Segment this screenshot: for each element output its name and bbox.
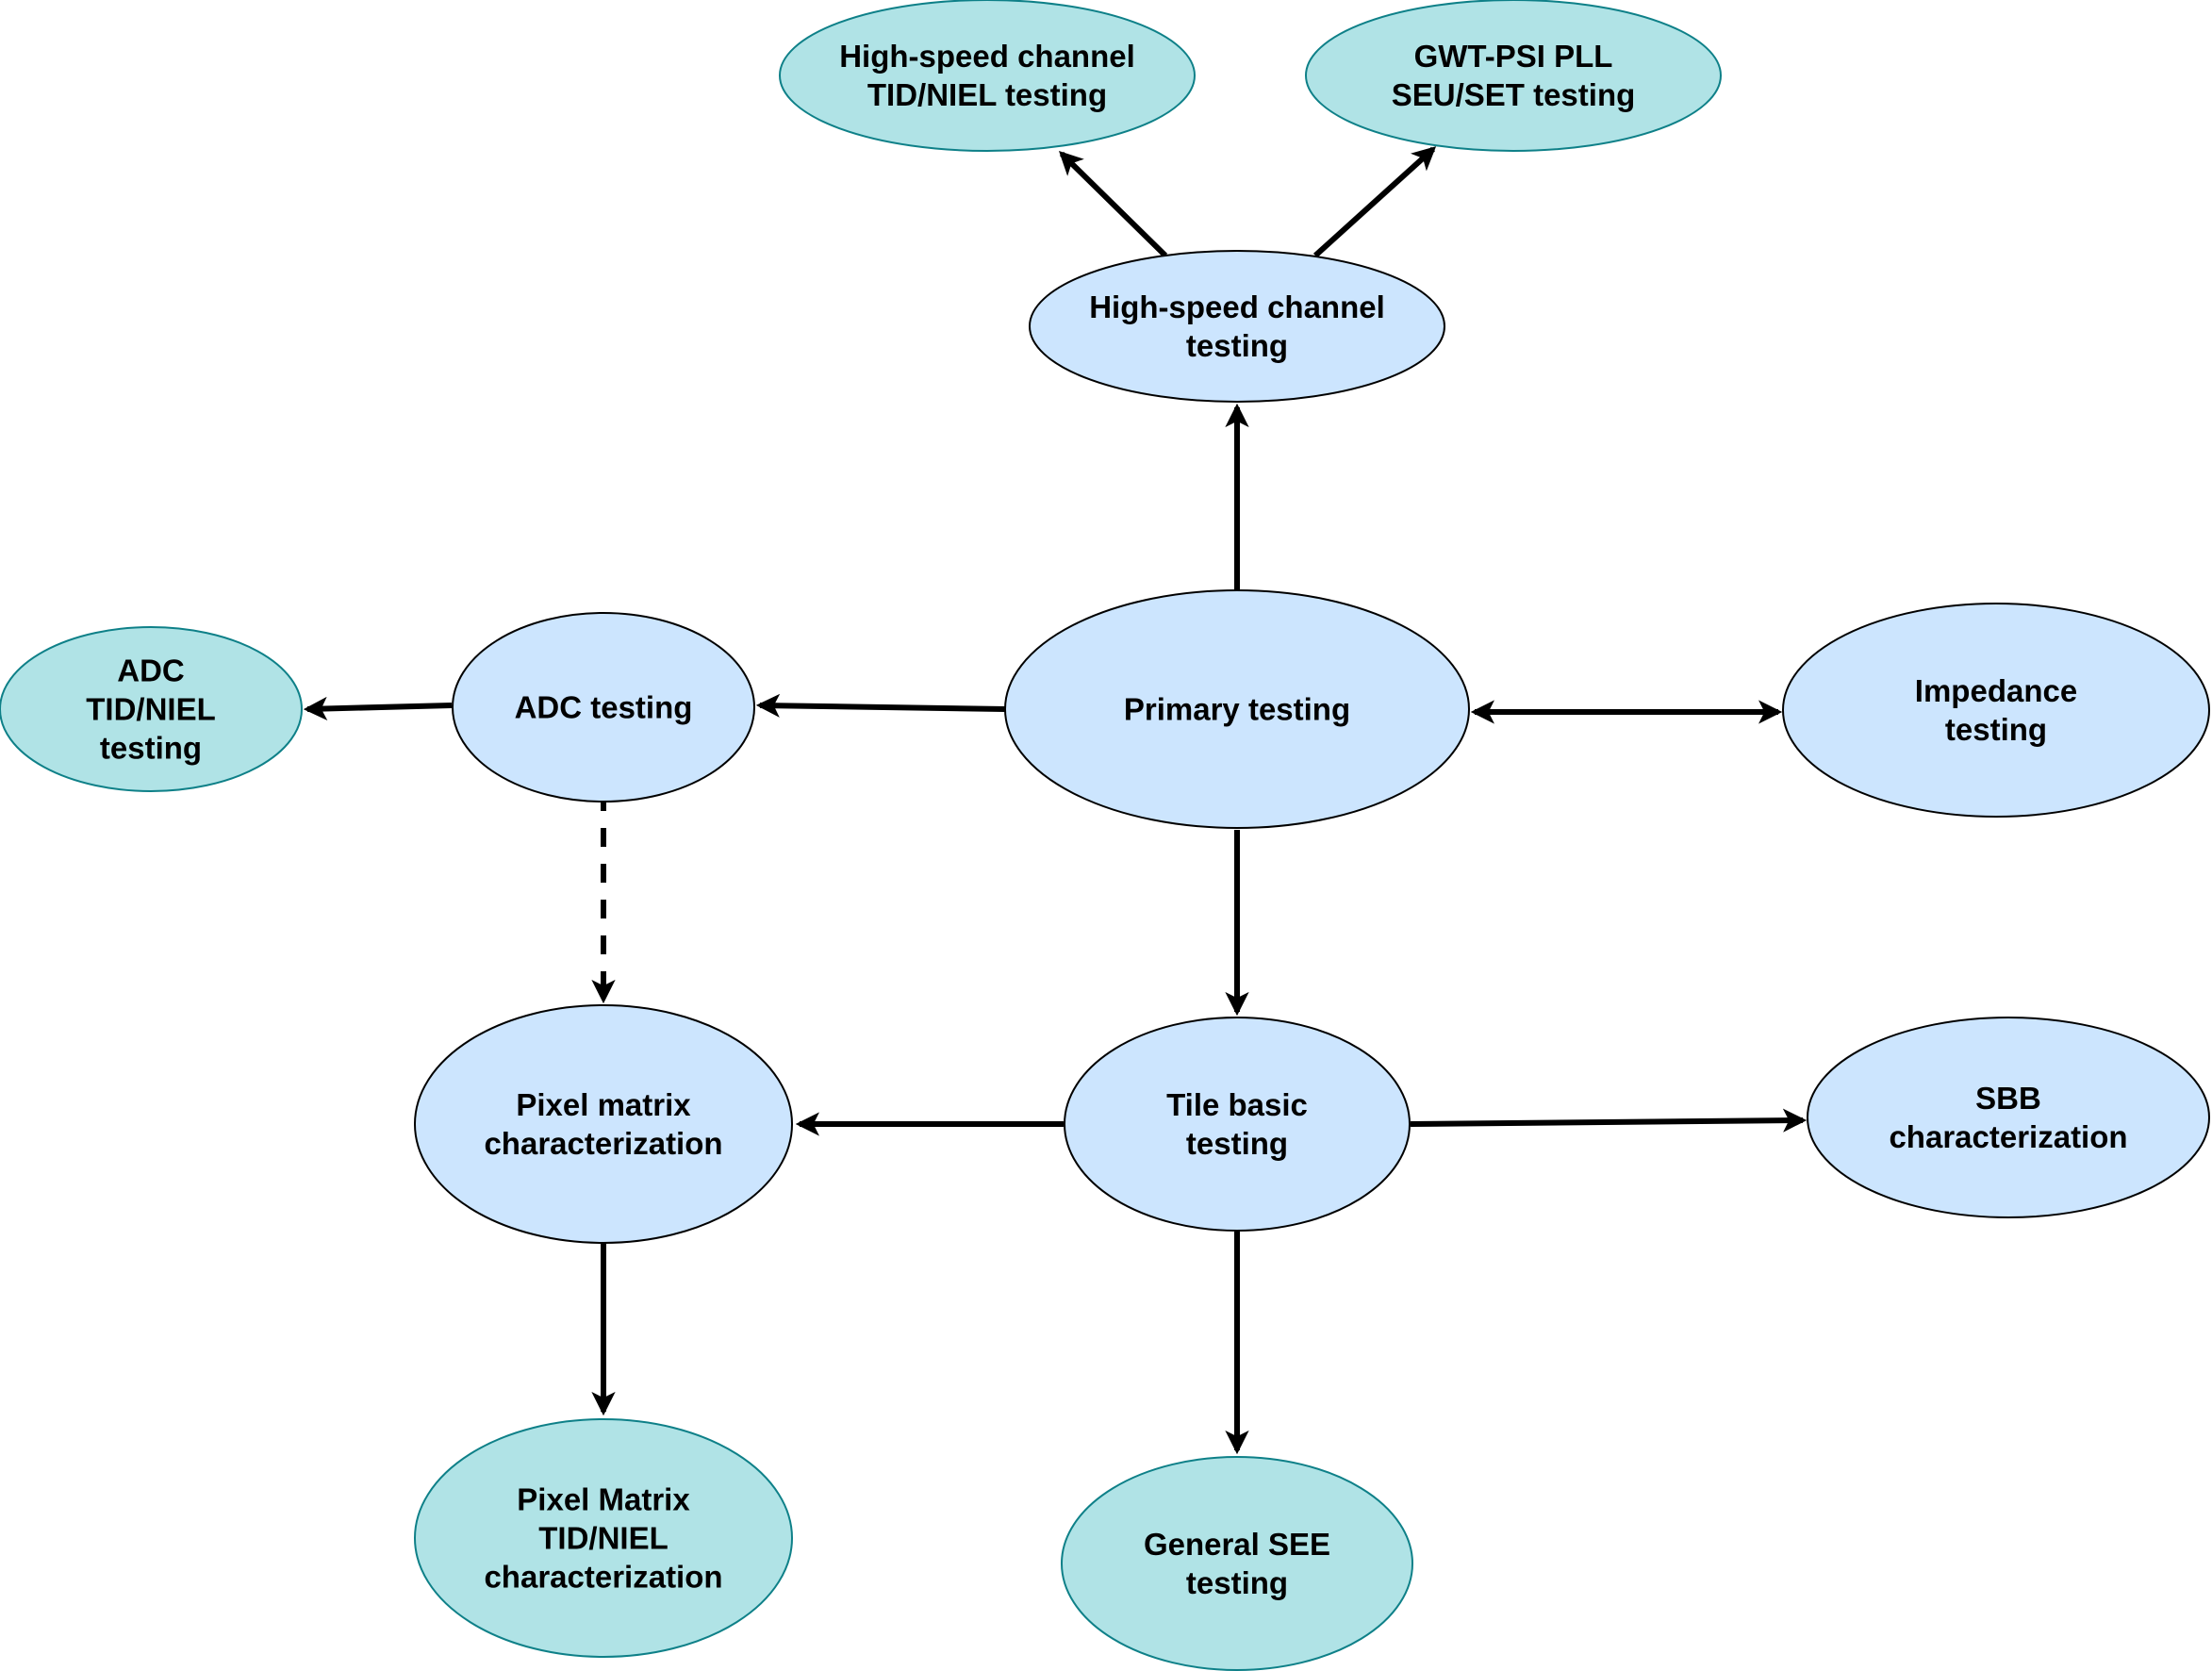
node-impedance: Impedance testing [1782,603,2210,818]
node-impedance-label: testing [1945,712,2047,747]
node-primary: Primary testing [1004,589,1470,829]
node-hs-channel: High-speed channel testing [1029,250,1445,403]
edge-hs-channel-to-gwt-pll [1312,146,1437,258]
node-adc-tid-label: ADC [117,654,185,688]
node-gwt-pll-label: GWT-PSI PLL [1414,39,1613,74]
node-adc-label: ADC testing [515,690,693,725]
edge-primary-to-adc [755,693,1006,718]
node-sbb-shape [1807,1017,2210,1218]
node-hs-tid-shape [779,0,1196,152]
node-pixel-tid-label: Pixel Matrix [517,1482,690,1517]
node-impedance-shape [1782,603,2210,818]
node-gwt-pll-shape [1305,0,1722,152]
node-adc-tid-label: testing [100,731,202,766]
node-tile-basic: Tile basic testing [1064,1017,1411,1232]
node-hs-tid-label: High-speed channel [839,39,1135,74]
node-adc-tid-shape [0,626,303,792]
node-general-see-shape [1061,1456,1413,1671]
node-primary-label: Primary testing [1124,692,1350,727]
node-gwt-pll-label: SEU/SET testing [1392,77,1636,112]
node-tile-basic-label: testing [1186,1126,1288,1161]
node-adc-tid-label: TID/NIEL [86,692,216,727]
node-primary-shape [1004,589,1470,829]
node-pixel-tid-label: TID/NIEL [538,1521,669,1556]
node-hs-channel-label: testing [1186,328,1288,363]
node-tile-basic-shape [1064,1017,1411,1232]
node-adc-shape [452,612,755,802]
node-tile-basic-label: Tile basic [1166,1087,1308,1122]
node-pixel-matrix-shape [414,1004,793,1244]
node-pixel-tid-shape [414,1418,793,1658]
node-sbb-label: SBB [1975,1081,2041,1116]
node-pixel-tid-label: characterization [484,1560,722,1595]
node-impedance-label: Impedance [1915,673,2077,708]
node-hs-tid-label: TID/NIEL testing [867,77,1107,112]
edge-adc-to-adc-tid [303,696,453,721]
node-pixel-matrix: Pixel matrix characterization [414,1004,793,1244]
node-general-see-label: General SEE [1144,1527,1330,1562]
edge-tile-basic-to-sbb [1410,1108,1808,1133]
node-hs-channel-shape [1029,250,1445,403]
node-adc: ADC testing [452,612,755,802]
node-adc-tid: ADC TID/NIEL testing [0,626,303,792]
node-general-see-label: testing [1186,1565,1288,1600]
node-pixel-matrix-label: characterization [484,1126,722,1161]
edge-hs-channel-to-hs-tid [1059,151,1168,258]
node-pixel-matrix-label: Pixel matrix [516,1087,691,1122]
node-hs-channel-label: High-speed channel [1089,290,1385,324]
node-sbb-label: characterization [1889,1119,2127,1154]
edges-layer [303,146,1808,1455]
